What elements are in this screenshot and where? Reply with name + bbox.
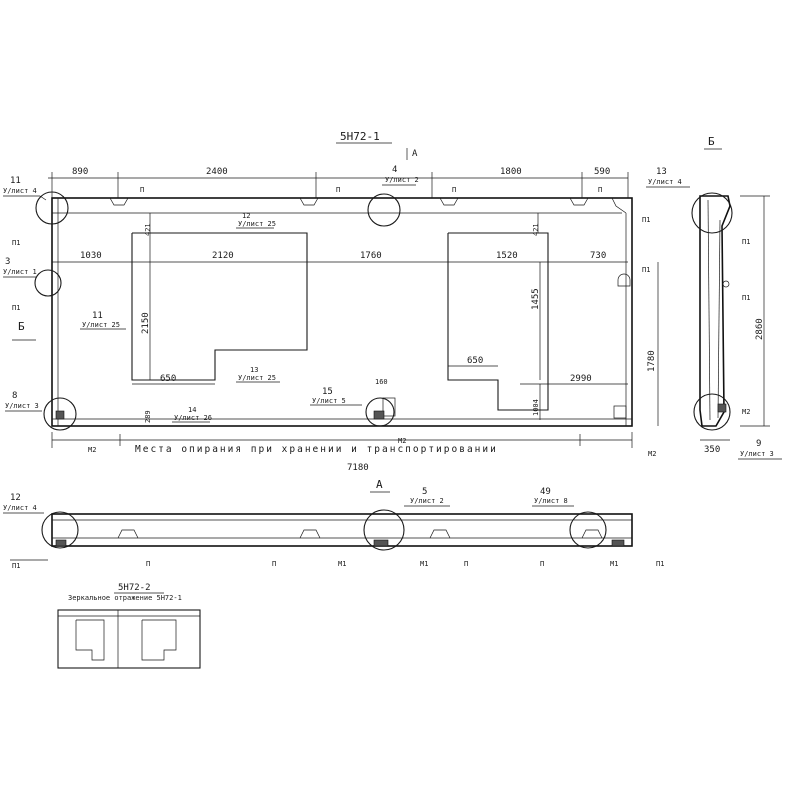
mark-m2-2: М2 — [398, 437, 406, 445]
dim-side-height: 2860 — [755, 318, 765, 340]
callout-4-sheet: У/лист 2 — [385, 176, 419, 184]
dim-vert-1: 421 — [144, 223, 152, 236]
callout-11-inner-num: 11 — [92, 311, 103, 321]
side-mark-p1-2: П1 — [742, 294, 750, 302]
dim-overall: 7180 — [347, 463, 369, 473]
mirror-caption: Зеркальное отражение 5Н72-1 — [68, 594, 182, 602]
storage-note: Места опирания при хранении и транспорти… — [135, 444, 498, 455]
callout-9-side-num: 9 — [756, 439, 761, 449]
bottom-mark-p-3: П — [464, 560, 468, 568]
callout-13-inner-num: 13 — [250, 366, 258, 374]
bottom-mark-p-4: П — [540, 560, 544, 568]
dim-low-3: 2990 — [570, 374, 592, 384]
dim-low-1: 650 — [160, 374, 176, 384]
callout-9-side-sheet: У/лист 3 — [740, 450, 774, 458]
mirror-panel — [57, 609, 201, 669]
view-b-top-mark: Б — [708, 135, 715, 148]
mark-p1-1: П1 — [642, 216, 650, 224]
callout-49-bottom-num: 49 — [540, 487, 551, 497]
mirror-label: 5Н72-2 — [118, 583, 151, 593]
main-panel — [51, 197, 633, 427]
dim-mid-5: 730 — [590, 251, 606, 261]
callout-12-bottom-sheet: У/лист 4 — [3, 504, 37, 512]
callout-15-num: 15 — [322, 387, 333, 397]
side-mark-p1-1: П1 — [742, 238, 750, 246]
callout-12-bottom-num: 12 — [10, 493, 21, 503]
mark-p1-4: П1 — [12, 304, 20, 312]
bottom-mark-p1-1: П1 — [12, 562, 20, 570]
callout-12-inner-sheet: У/лист 25 — [238, 220, 276, 228]
dim-top-2: 2400 — [206, 167, 228, 177]
dim-vert-3: 2150 — [141, 312, 151, 334]
callout-5-bottom-num: 5 — [422, 487, 427, 497]
view-a-plan — [51, 513, 633, 547]
callout-13-side-sheet: У/лист 4 — [648, 178, 682, 186]
dim-mid-1: 1030 — [80, 251, 102, 261]
bottom-mark-m1-2: М1 — [420, 560, 428, 568]
mark-p-1: П — [140, 186, 144, 194]
mark-p-2: П — [336, 186, 340, 194]
dim-top-1: 890 — [72, 167, 88, 177]
dim-top-4: 590 — [594, 167, 610, 177]
mark-p1-3: П1 — [12, 239, 20, 247]
dim-vert-4: 1455 — [531, 288, 541, 310]
dim-mid-3: 1760 — [360, 251, 382, 261]
dim-vert-5: 1780 — [647, 350, 657, 372]
dim-low-2: 650 — [467, 356, 483, 366]
bottom-mark-p-2: П — [272, 560, 276, 568]
callout-14-inner-num: 14 — [188, 406, 196, 414]
side-section — [699, 195, 731, 427]
dim-top-3: 1800 — [500, 167, 522, 177]
dim-vert-7: 1004 — [532, 399, 540, 416]
drawing-title: 5Н72-1 — [340, 130, 380, 143]
callout-14-inner-sheet: У/лист 26 — [174, 414, 212, 422]
callout-15-sheet: У/лист 5 — [312, 397, 346, 405]
callout-12-inner-num: 12 — [242, 212, 250, 220]
view-a-label: А — [376, 478, 383, 491]
mark-p1-2: П1 — [642, 266, 650, 274]
dim-vert-8: 160 — [375, 378, 388, 386]
callout-3-sheet: У/лист 1 — [3, 268, 37, 276]
callout-49-bottom-sheet: У/лист 8 — [534, 497, 568, 505]
callout-13-inner-sheet: У/лист 25 — [238, 374, 276, 382]
callout-8-sheet: У/лист 3 — [5, 402, 39, 410]
callout-8-num: 8 — [12, 391, 17, 401]
callout-3-num: 3 — [5, 257, 10, 267]
dim-mid-4: 1520 — [496, 251, 518, 261]
callout-11-sheet: У/лист 4 — [3, 187, 37, 195]
dim-vert-2: 421 — [532, 223, 540, 236]
dim-vert-6: 289 — [144, 410, 152, 423]
mark-p-3: П — [452, 186, 456, 194]
callout-11-num: 11 — [10, 176, 21, 186]
callout-11-inner-sheet: У/лист 25 — [82, 321, 120, 329]
callout-13-side-num: 13 — [656, 167, 667, 177]
bottom-mark-m1-3: М1 — [610, 560, 618, 568]
bottom-mark-p1-2: П1 — [656, 560, 664, 568]
view-a-top-mark: А — [412, 149, 418, 159]
bottom-mark-m1-1: М1 — [338, 560, 346, 568]
side-mark-m2: М2 — [742, 408, 750, 416]
bottom-mark-p-1: П — [146, 560, 150, 568]
view-b-left-mark: Б — [18, 320, 25, 333]
dim-mid-2: 2120 — [212, 251, 234, 261]
mark-p-4: П — [598, 186, 602, 194]
dim-side-width: 350 — [704, 445, 720, 455]
mark-m2-1: М2 — [88, 446, 96, 454]
callout-4-num: 4 — [392, 165, 397, 175]
callout-5-bottom-sheet: У/лист 2 — [410, 497, 444, 505]
mark-m2-3: М2 — [648, 450, 656, 458]
